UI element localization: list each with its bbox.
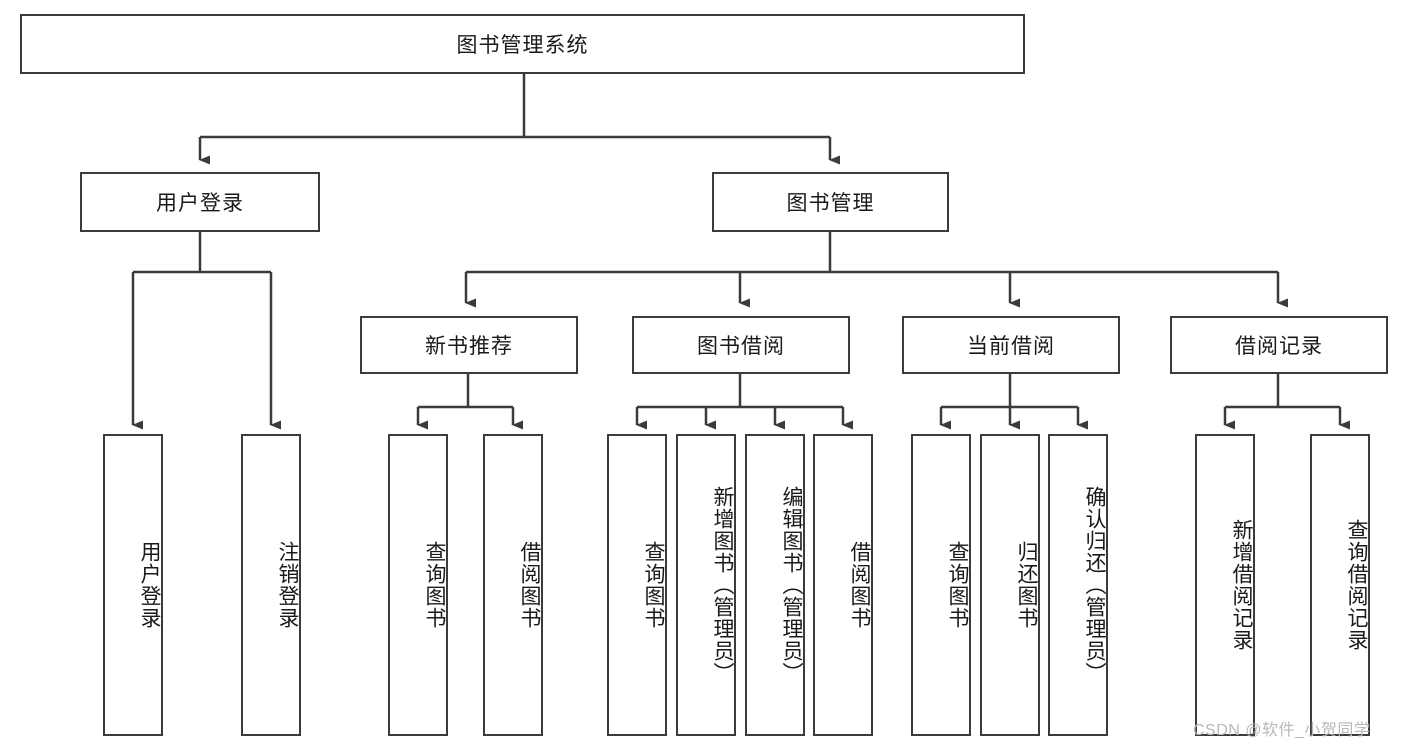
node-new-book-recommend[interactable]: 新书推荐 bbox=[360, 316, 578, 374]
node-book-management[interactable]: 图书管理 bbox=[712, 172, 949, 232]
leaf-add-book-admin[interactable]: 新增图书（管理员） bbox=[676, 434, 736, 736]
node-label: 图书管理系统 bbox=[456, 34, 589, 57]
node-label: 图书借阅 bbox=[697, 335, 785, 358]
leaf-user-login[interactable]: 用户登录 bbox=[103, 434, 163, 736]
node-book-borrow[interactable]: 图书借阅 bbox=[632, 316, 850, 374]
node-label: 借阅记录 bbox=[1235, 335, 1323, 358]
node-label: 新书推荐 bbox=[425, 335, 513, 358]
node-root-system[interactable]: 图书管理系统 bbox=[20, 14, 1025, 74]
node-user-login[interactable]: 用户登录 bbox=[80, 172, 320, 232]
node-current-borrow[interactable]: 当前借阅 bbox=[902, 316, 1120, 374]
node-label: 借阅图书 bbox=[848, 541, 871, 629]
node-label: 编辑图书（管理员） bbox=[780, 486, 803, 684]
node-label: 借阅图书 bbox=[518, 541, 541, 629]
leaf-borrow-book[interactable]: 借阅图书 bbox=[813, 434, 873, 736]
node-label: 新增借阅记录 bbox=[1230, 519, 1253, 651]
leaf-return-book[interactable]: 归还图书 bbox=[980, 434, 1040, 736]
node-label: 归还图书 bbox=[1015, 541, 1038, 629]
leaf-query-book-current[interactable]: 查询图书 bbox=[911, 434, 971, 736]
leaf-query-borrow-record[interactable]: 查询借阅记录 bbox=[1310, 434, 1370, 736]
node-label: 当前借阅 bbox=[967, 335, 1055, 358]
node-label: 查询图书 bbox=[423, 541, 446, 629]
node-label: 图书管理 bbox=[786, 192, 875, 215]
node-label: 注销登录 bbox=[276, 541, 299, 629]
node-label: 用户登录 bbox=[138, 541, 161, 629]
leaf-user-logout[interactable]: 注销登录 bbox=[241, 434, 301, 736]
leaf-edit-book-admin[interactable]: 编辑图书（管理员） bbox=[745, 434, 805, 736]
leaf-add-borrow-record[interactable]: 新增借阅记录 bbox=[1195, 434, 1255, 736]
leaf-query-book-borrow[interactable]: 查询图书 bbox=[607, 434, 667, 736]
leaf-borrow-book-recommend[interactable]: 借阅图书 bbox=[483, 434, 543, 736]
node-label: 确认归还（管理员） bbox=[1083, 486, 1106, 684]
node-label: 用户登录 bbox=[156, 192, 244, 215]
node-label: 查询借阅记录 bbox=[1345, 519, 1368, 651]
node-label: 查询图书 bbox=[642, 541, 665, 629]
node-borrow-record[interactable]: 借阅记录 bbox=[1170, 316, 1388, 374]
csdn-watermark: CSDN @软件_小贺同学 bbox=[1193, 722, 1371, 739]
leaf-confirm-return-admin[interactable]: 确认归还（管理员） bbox=[1048, 434, 1108, 736]
leaf-query-book-recommend[interactable]: 查询图书 bbox=[388, 434, 448, 736]
node-label: 查询图书 bbox=[946, 541, 969, 629]
node-label: 新增图书（管理员） bbox=[711, 486, 734, 684]
